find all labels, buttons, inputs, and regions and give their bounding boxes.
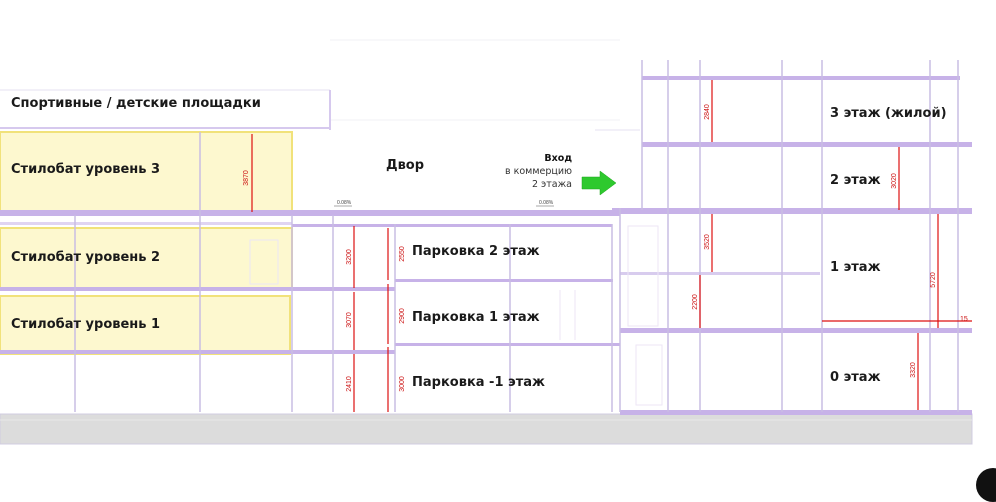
entry-line-1: в коммерцию	[504, 166, 572, 177]
dim-3870: 3870	[243, 170, 250, 186]
section-drawing: 3870 3200 2550 3070 2900 2410 3000 2840 …	[0, 39, 996, 502]
dim-2550: 2550	[399, 246, 406, 262]
entry-note: Вход в коммерцию 2 этажа	[500, 152, 572, 191]
entry-title: Вход	[544, 153, 572, 164]
stylobate-2-zone	[0, 227, 293, 290]
slab-left-1	[0, 350, 395, 354]
slab-parking-1	[395, 279, 613, 282]
slab-right-1	[620, 410, 972, 415]
stylobate-1-zone	[0, 295, 291, 355]
arrow-right-icon	[581, 170, 617, 196]
dim-3320: 3320	[910, 362, 917, 378]
dim-3020: 3020	[891, 173, 898, 189]
slope-right: 0.08%	[539, 200, 554, 206]
slab-yard-level	[0, 210, 620, 216]
label-floor-2: 2 этаж	[830, 173, 881, 188]
label-yard: Двор	[386, 158, 425, 173]
slab-right-top	[642, 76, 960, 80]
slab-right-2	[620, 328, 972, 333]
dimension-texts: 3870 3200 2550 3070 2900 2410 3000 2840 …	[243, 104, 968, 392]
label-sports-grounds: Спортивные / детские площадки	[11, 96, 261, 111]
dim-2900: 2900	[399, 308, 406, 324]
dim-3200: 3200	[346, 249, 353, 265]
label-floor-3: 3 этаж (жилой)	[830, 106, 947, 121]
section-svg: 3870 3200 2550 3070 2900 2410 3000 2840 …	[0, 39, 973, 445]
slabs	[0, 76, 972, 415]
label-parking-minus-1: Парковка -1 этаж	[412, 375, 545, 390]
label-parking-1: Парковка 1 этаж	[412, 310, 540, 325]
slab-parking-0	[395, 343, 620, 346]
label-stylobate-1: Стилобат уровень 1	[11, 317, 161, 332]
slab-left-2	[0, 287, 395, 291]
dim-3070: 3070	[346, 312, 353, 328]
stylobate-zones	[0, 131, 293, 355]
dim-5720: 5720	[930, 272, 937, 288]
ground-strip	[0, 413, 973, 445]
columns	[74, 60, 959, 412]
label-floor-0: 0 этаж	[830, 370, 881, 385]
dim-2410: 2410	[346, 376, 353, 392]
label-stylobate-3: Стилобат уровень 3	[11, 162, 161, 177]
slab-parking-2	[292, 224, 612, 227]
corner-mark	[976, 468, 996, 502]
dim-2200: 2200	[692, 294, 699, 310]
label-stylobate-2: Стилобат уровень 2	[11, 250, 161, 265]
dim-15: 15	[960, 316, 968, 323]
left-roof	[0, 89, 331, 130]
entry-line-2: 2 этажа	[531, 179, 572, 190]
stylobate-3-zone	[0, 131, 293, 215]
dimension-lines	[251, 80, 972, 412]
dim-3000: 3000	[399, 376, 406, 392]
slope-left: 0.08%	[337, 200, 352, 206]
label-floor-1: 1 этаж	[830, 260, 881, 275]
dim-3520: 3520	[704, 234, 711, 250]
slab-right-3	[642, 142, 972, 147]
slab-parking-roof-right	[612, 208, 972, 214]
label-parking-2: Парковка 2 этаж	[412, 244, 540, 259]
dim-2840: 2840	[704, 104, 711, 120]
slope-markers: 0.08% 0.08%	[334, 200, 554, 207]
